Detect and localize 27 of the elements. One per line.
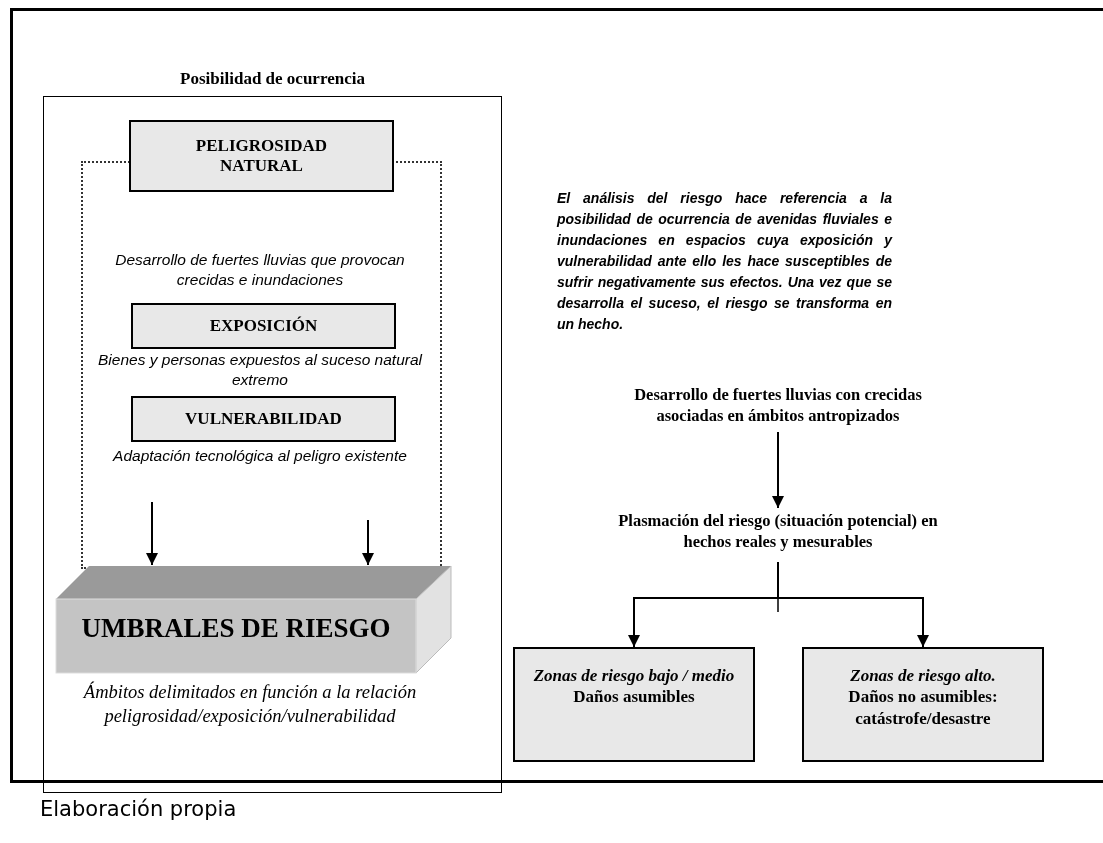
description-text: Adaptación tecnológica al peligro existente — [111, 446, 408, 466]
concept-box — [131, 303, 396, 349]
concept-box — [131, 396, 396, 442]
explanation-paragraph: El análisis del riesgo hace referencia a la posibilidad de ocurrencia de avenidas fluviales e inundaciones en espacios cuya exposición y vulnerabilidad ante ello les hace susceptibles de sufrir negativamente sus efectos. Una vez que se desarrolla el suceso, el riesgo se transforma en un hecho. — [557, 189, 892, 334]
zone-box — [513, 647, 755, 762]
zone-body: Daños asumibles — [572, 686, 696, 708]
dotted-box — [81, 161, 442, 569]
zone-box — [802, 647, 1044, 762]
step-text: Desarrollo de fuertes lluvias con crecidas asociadas en ámbitos antropizados — [600, 384, 956, 430]
description-text: Desarrollo de fuertes lluvias que provocan crecidas e inundaciones — [114, 250, 406, 291]
arrow — [146, 501, 158, 566]
arrow — [772, 431, 784, 509]
arrow — [362, 519, 374, 566]
box-title: VULNERABILIDAD — [184, 409, 343, 429]
block-title: UMBRALES DE RIESGO — [80, 613, 392, 644]
box-title: EXPOSICIÓN — [208, 316, 319, 336]
arrow — [777, 561, 929, 648]
zone-heading: Zonas de riesgo alto. — [849, 665, 997, 687]
group-heading: Posibilidad de ocurrencia — [179, 69, 366, 89]
zone-body: Daños no asumibles: catástrofe/desastre — [847, 686, 999, 729]
description-text: Ámbitos delimitados en función a la relación peligrosidad/exposición/vulnerabilidad — [82, 680, 418, 729]
step-text: Plasmación del riesgo (situación potencial) en hechos reales y mesurables — [605, 510, 951, 556]
concept-box — [129, 120, 394, 192]
source-note: Elaboración propia — [40, 797, 238, 821]
description-text: Bienes y personas expuestos al suceso natural extremo — [97, 350, 424, 391]
box-title: PELIGROSIDAD NATURAL — [194, 136, 329, 176]
zone-heading: Zonas de riesgo bajo / medio — [532, 665, 736, 687]
